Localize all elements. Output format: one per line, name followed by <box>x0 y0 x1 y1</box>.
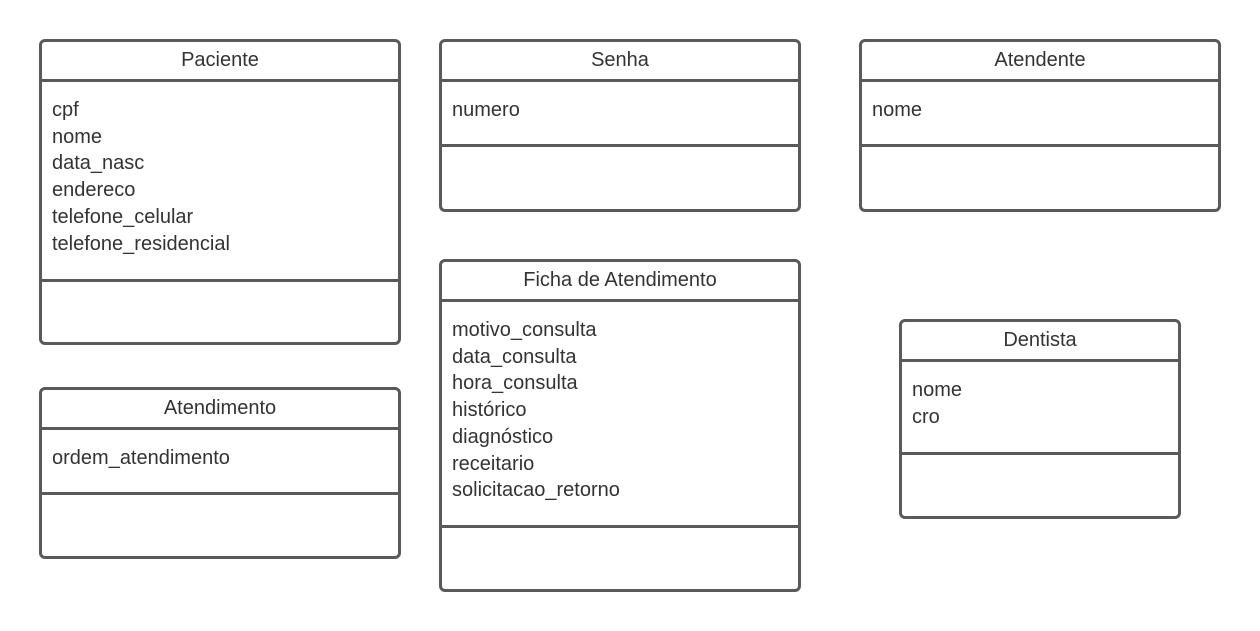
attribute: receitario <box>452 452 535 475</box>
class-senha[interactable]: Senha numero <box>439 39 801 212</box>
attribute: nome <box>912 379 963 401</box>
attribute: data_consulta <box>452 345 577 368</box>
class-name: Paciente <box>42 42 398 82</box>
methods-section <box>862 147 1218 209</box>
attribute: telefone_residencial <box>52 232 230 255</box>
class-paciente[interactable]: Paciente cpf nome data_nasc endereco tel… <box>39 39 401 345</box>
methods-section <box>442 147 798 209</box>
attribute: nome <box>872 99 923 121</box>
methods-section <box>442 528 798 589</box>
class-name: Atendente <box>862 42 1218 82</box>
attributes-section: nome <box>862 82 1218 147</box>
class-atendimento[interactable]: Atendimento ordem_atendimento <box>39 387 401 559</box>
attributes-section: nome cro <box>902 362 1178 455</box>
attributes-section: numero <box>442 82 798 147</box>
attribute: numero <box>452 99 520 121</box>
class-dentista[interactable]: Dentista nome cro <box>899 319 1181 519</box>
attribute: ordem_atendimento <box>52 447 230 469</box>
attribute: cro <box>912 405 940 428</box>
methods-section <box>902 455 1178 516</box>
attributes-section: ordem_atendimento <box>42 430 398 495</box>
attribute: solicitacao_retorno <box>452 479 620 502</box>
attribute: motivo_consulta <box>452 319 597 341</box>
attribute: endereco <box>52 179 136 202</box>
attribute: data_nasc <box>52 152 145 175</box>
attribute: telefone_celular <box>52 205 194 228</box>
class-ficha-de-atendimento[interactable]: Ficha de Atendimento motivo_consulta dat… <box>439 259 801 592</box>
attribute: histórico <box>452 399 527 422</box>
class-atendente[interactable]: Atendente nome <box>859 39 1221 212</box>
class-name: Dentista <box>902 322 1178 362</box>
class-name: Atendimento <box>42 390 398 430</box>
attribute: cpf <box>52 99 79 121</box>
methods-section <box>42 495 398 556</box>
methods-section <box>42 282 398 342</box>
attribute: hora_consulta <box>452 372 578 395</box>
class-name: Senha <box>442 42 798 82</box>
attribute: nome <box>52 125 103 148</box>
attributes-section: motivo_consulta data_consulta hora_consu… <box>442 302 798 528</box>
attribute: diagnóstico <box>452 425 554 448</box>
attributes-section: cpf nome data_nasc endereco telefone_cel… <box>42 82 398 282</box>
class-name: Ficha de Atendimento <box>442 262 798 302</box>
